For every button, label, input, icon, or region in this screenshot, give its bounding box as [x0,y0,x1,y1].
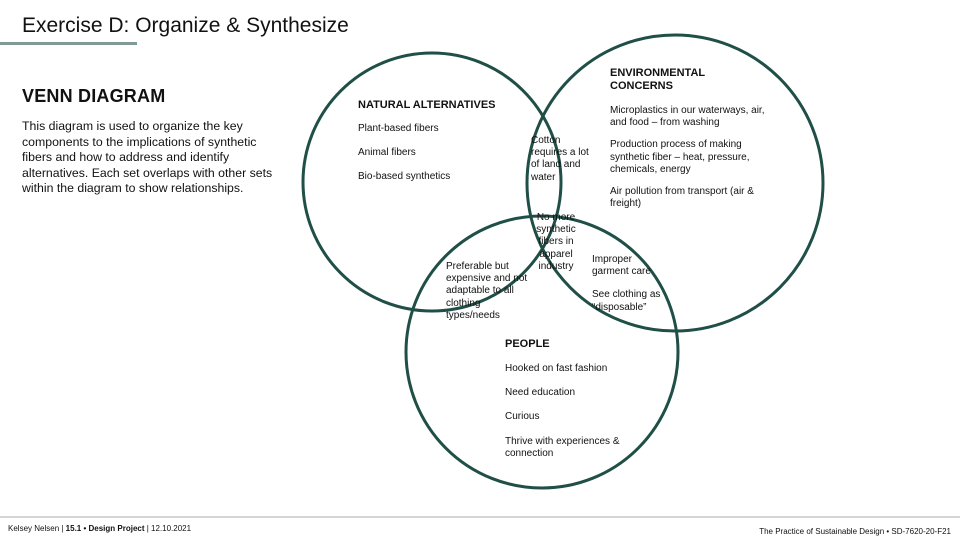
description-text: This diagram is used to organize the key… [22,119,273,195]
footer-credits: Kelsey Nelsen | 15.1 • Design Project | … [8,524,191,533]
natural-item: Animal fibers [358,147,416,159]
natural-people-overlap: Preferable but expensive and not adaptab… [446,261,528,321]
slide-title: Exercise D: Organize & Synthesize [22,14,349,37]
natural-environmental-overlap: Cotton requires a lot of land and water [531,135,589,183]
people-title: PEOPLE [505,338,550,350]
footer-course-info: The Practice of Sustainable Design • SD-… [759,527,951,536]
people-item: Need education [505,387,576,399]
environmental-people-item: Improper garment care [592,254,651,278]
people-circle [404,214,680,490]
natural-alternatives-circle [301,51,563,313]
title-underline [0,42,137,45]
footer-date: | 12.10.2021 [144,524,192,533]
natural-item: Bio-based synthetics [358,171,451,183]
people-item: Hooked on fast fashion [505,363,608,374]
footer-divider [0,516,960,518]
environmental-item: Production process of making synthetic f… [610,139,750,175]
environmental-concerns-title: CONCERNS [610,80,673,92]
people-set: PEOPLE Hooked on fast fashion Need educa… [505,338,620,460]
footer-author: Kelsey Nelsen | [8,524,66,533]
footer-course: 15.1 • Design Project [65,524,145,533]
people-item: Curious [505,411,540,423]
people-item: Thrive with experiences & connection [505,435,620,459]
environmental-concerns-title: ENVIRONMENTAL [610,67,706,79]
natural-alternatives-title: NATURAL ALTERNATIVES [358,99,496,111]
center-overlap: No more synthetic fibers in apparel indu… [536,212,576,272]
natural-item: Plant-based fibers [358,123,439,134]
environmental-people-overlap: Improper garment care See clothing as “d… [592,254,660,314]
natural-alternatives-set: NATURAL ALTERNATIVES Plant-based fibers … [358,99,496,184]
environmental-item: Microplastics in our waterways, air, and… [610,105,765,129]
environmental-concerns-set: ENVIRONMENTAL CONCERNS Microplastics in … [610,67,765,210]
environmental-item: Air pollution from transport (air & frei… [610,186,754,210]
section-heading: VENN DIAGRAM [22,86,166,106]
environmental-people-item: See clothing as “disposable” [592,289,661,313]
